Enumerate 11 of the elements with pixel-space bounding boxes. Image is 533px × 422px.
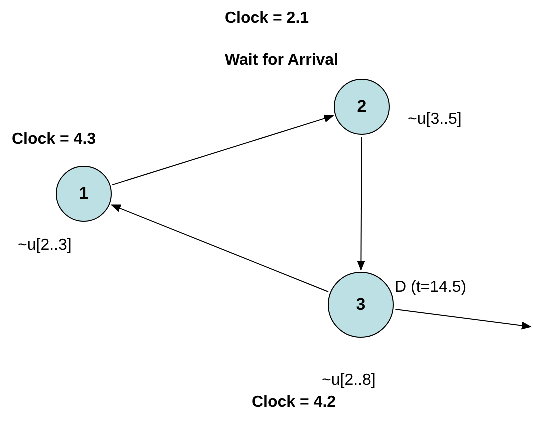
- clock-label: Wait for Arrival: [225, 51, 338, 71]
- clock-label: Clock = 4.2: [252, 393, 336, 413]
- distribution-label: ~u[3..5]: [408, 110, 462, 130]
- distribution-label: ~u[2..8]: [322, 371, 376, 391]
- arrow: [112, 114, 334, 186]
- arrow: [395, 309, 532, 330]
- clock-label: Clock = 2.1: [225, 9, 310, 29]
- arrow: [357, 136, 366, 271]
- clock-label: Clock = 4.3: [12, 130, 96, 150]
- distribution-label: ~u[2..3]: [18, 236, 72, 256]
- arrow: [110, 204, 329, 292]
